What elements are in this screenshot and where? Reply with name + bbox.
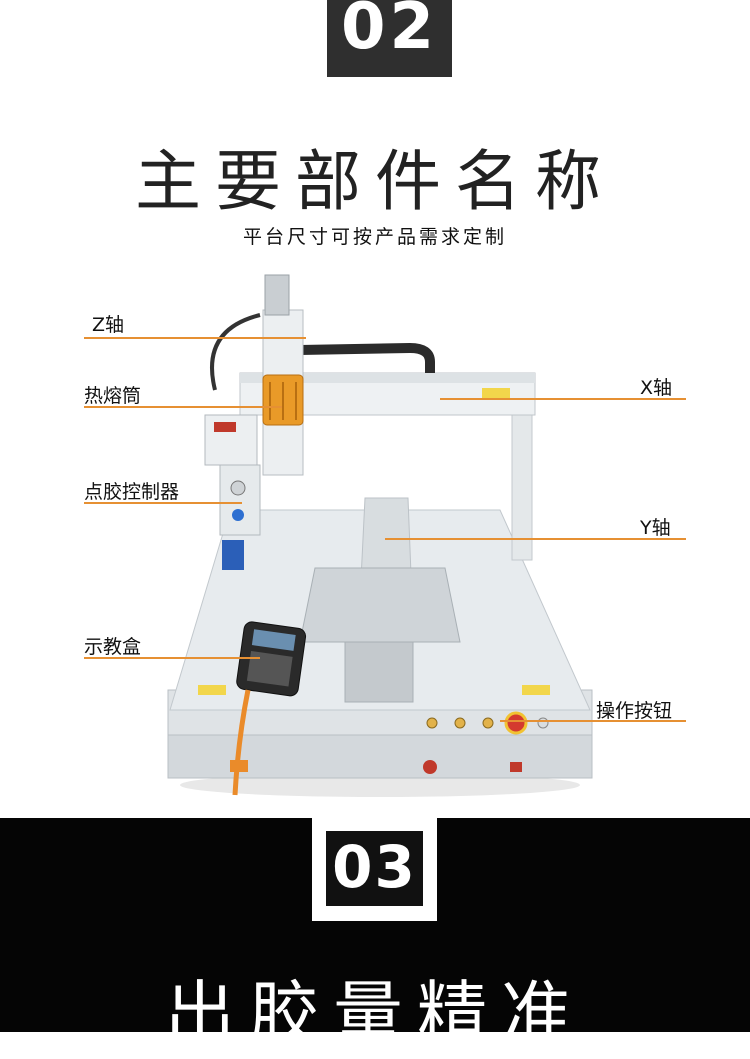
leader-z-axis — [84, 337, 306, 339]
label-hot-melt-tube: 热熔筒 — [84, 385, 142, 407]
section-badge-03-inner: 03 — [326, 831, 423, 906]
section-number: 02 — [340, 0, 439, 64]
leader-operation-buttons — [500, 720, 686, 722]
section-title-03: 出胶量精准 — [165, 973, 585, 1055]
section-badge-02: 02 — [327, 0, 452, 77]
section-badge-03: 03 — [312, 803, 437, 921]
leader-hot-melt-tube — [84, 406, 282, 408]
dispensing-machine-image — [167, 274, 593, 797]
label-x-axis: X轴 — [640, 377, 673, 399]
label-teach-pendant: 示教盒 — [84, 636, 142, 658]
label-operation-buttons: 操作按钮 — [596, 700, 673, 722]
leader-y-axis — [385, 538, 686, 540]
label-y-axis: Y轴 — [640, 517, 671, 539]
page-subtitle: 平台尺寸可按产品需求定制 — [242, 226, 507, 248]
section-number-03: 03 — [332, 833, 417, 901]
leader-teach-pendant — [84, 657, 260, 659]
label-glue-controller: 点胶控制器 — [84, 481, 180, 503]
leader-x-axis — [440, 398, 686, 400]
page-title: 主要部件名称 — [135, 143, 615, 220]
leader-glue-controller — [84, 502, 242, 504]
label-z-axis: Z轴 — [92, 314, 125, 336]
